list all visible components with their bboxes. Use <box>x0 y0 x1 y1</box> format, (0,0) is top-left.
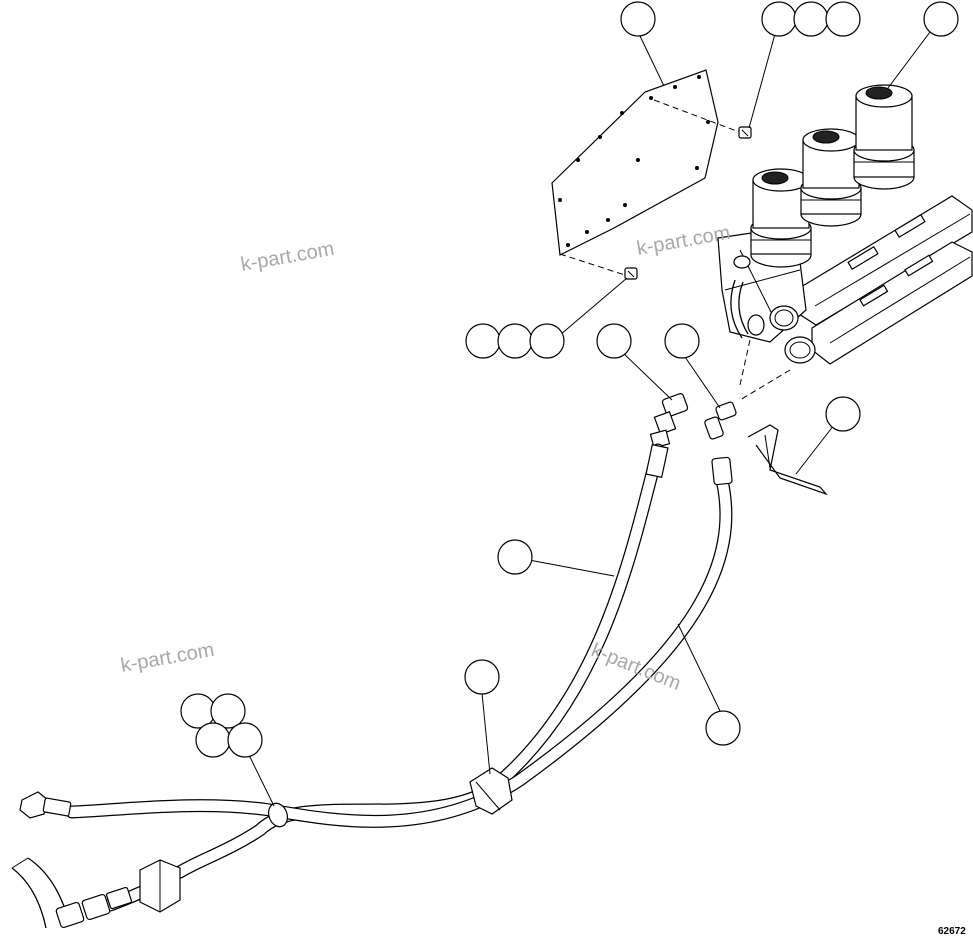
callout-bubble <box>705 710 741 746</box>
callout-bubbles <box>180 1 959 758</box>
hose-assembly <box>11 443 733 929</box>
cover-plate <box>551 69 719 256</box>
callout-bubble <box>793 1 829 37</box>
clamp-block-lower <box>139 859 181 913</box>
figure-number: 62672 <box>938 926 966 937</box>
watermark-text-1: k-part.com <box>239 238 336 276</box>
elbow-fitting-left <box>649 393 689 449</box>
bolt-upper <box>738 126 752 139</box>
bolt-lower <box>624 267 638 280</box>
callout-bubble <box>464 659 500 695</box>
callout-bubble <box>195 722 231 758</box>
callout-bubble <box>465 323 501 359</box>
elbow-fitting-right <box>704 401 737 440</box>
callout-bubble <box>923 1 959 37</box>
watermark-text-3: k-part.com <box>119 639 216 677</box>
bracket <box>747 424 828 496</box>
callout-bubble <box>227 722 263 758</box>
callout-bubble <box>761 1 797 37</box>
clamp-center <box>469 767 513 815</box>
callout-bubble <box>497 323 533 359</box>
callout-bubble <box>497 539 533 575</box>
clamp-band <box>267 802 289 828</box>
watermark-text-2: k-part.com <box>635 222 732 260</box>
callout-bubble <box>529 323 565 359</box>
filter-manifold-assembly <box>717 84 973 365</box>
leader-lines <box>248 31 931 807</box>
callout-bubble <box>664 323 700 359</box>
callout-bubble <box>596 323 632 359</box>
callout-bubble <box>825 1 861 37</box>
callout-bubble <box>825 396 861 432</box>
callout-bubble <box>210 693 246 729</box>
callout-bubble <box>620 1 656 37</box>
